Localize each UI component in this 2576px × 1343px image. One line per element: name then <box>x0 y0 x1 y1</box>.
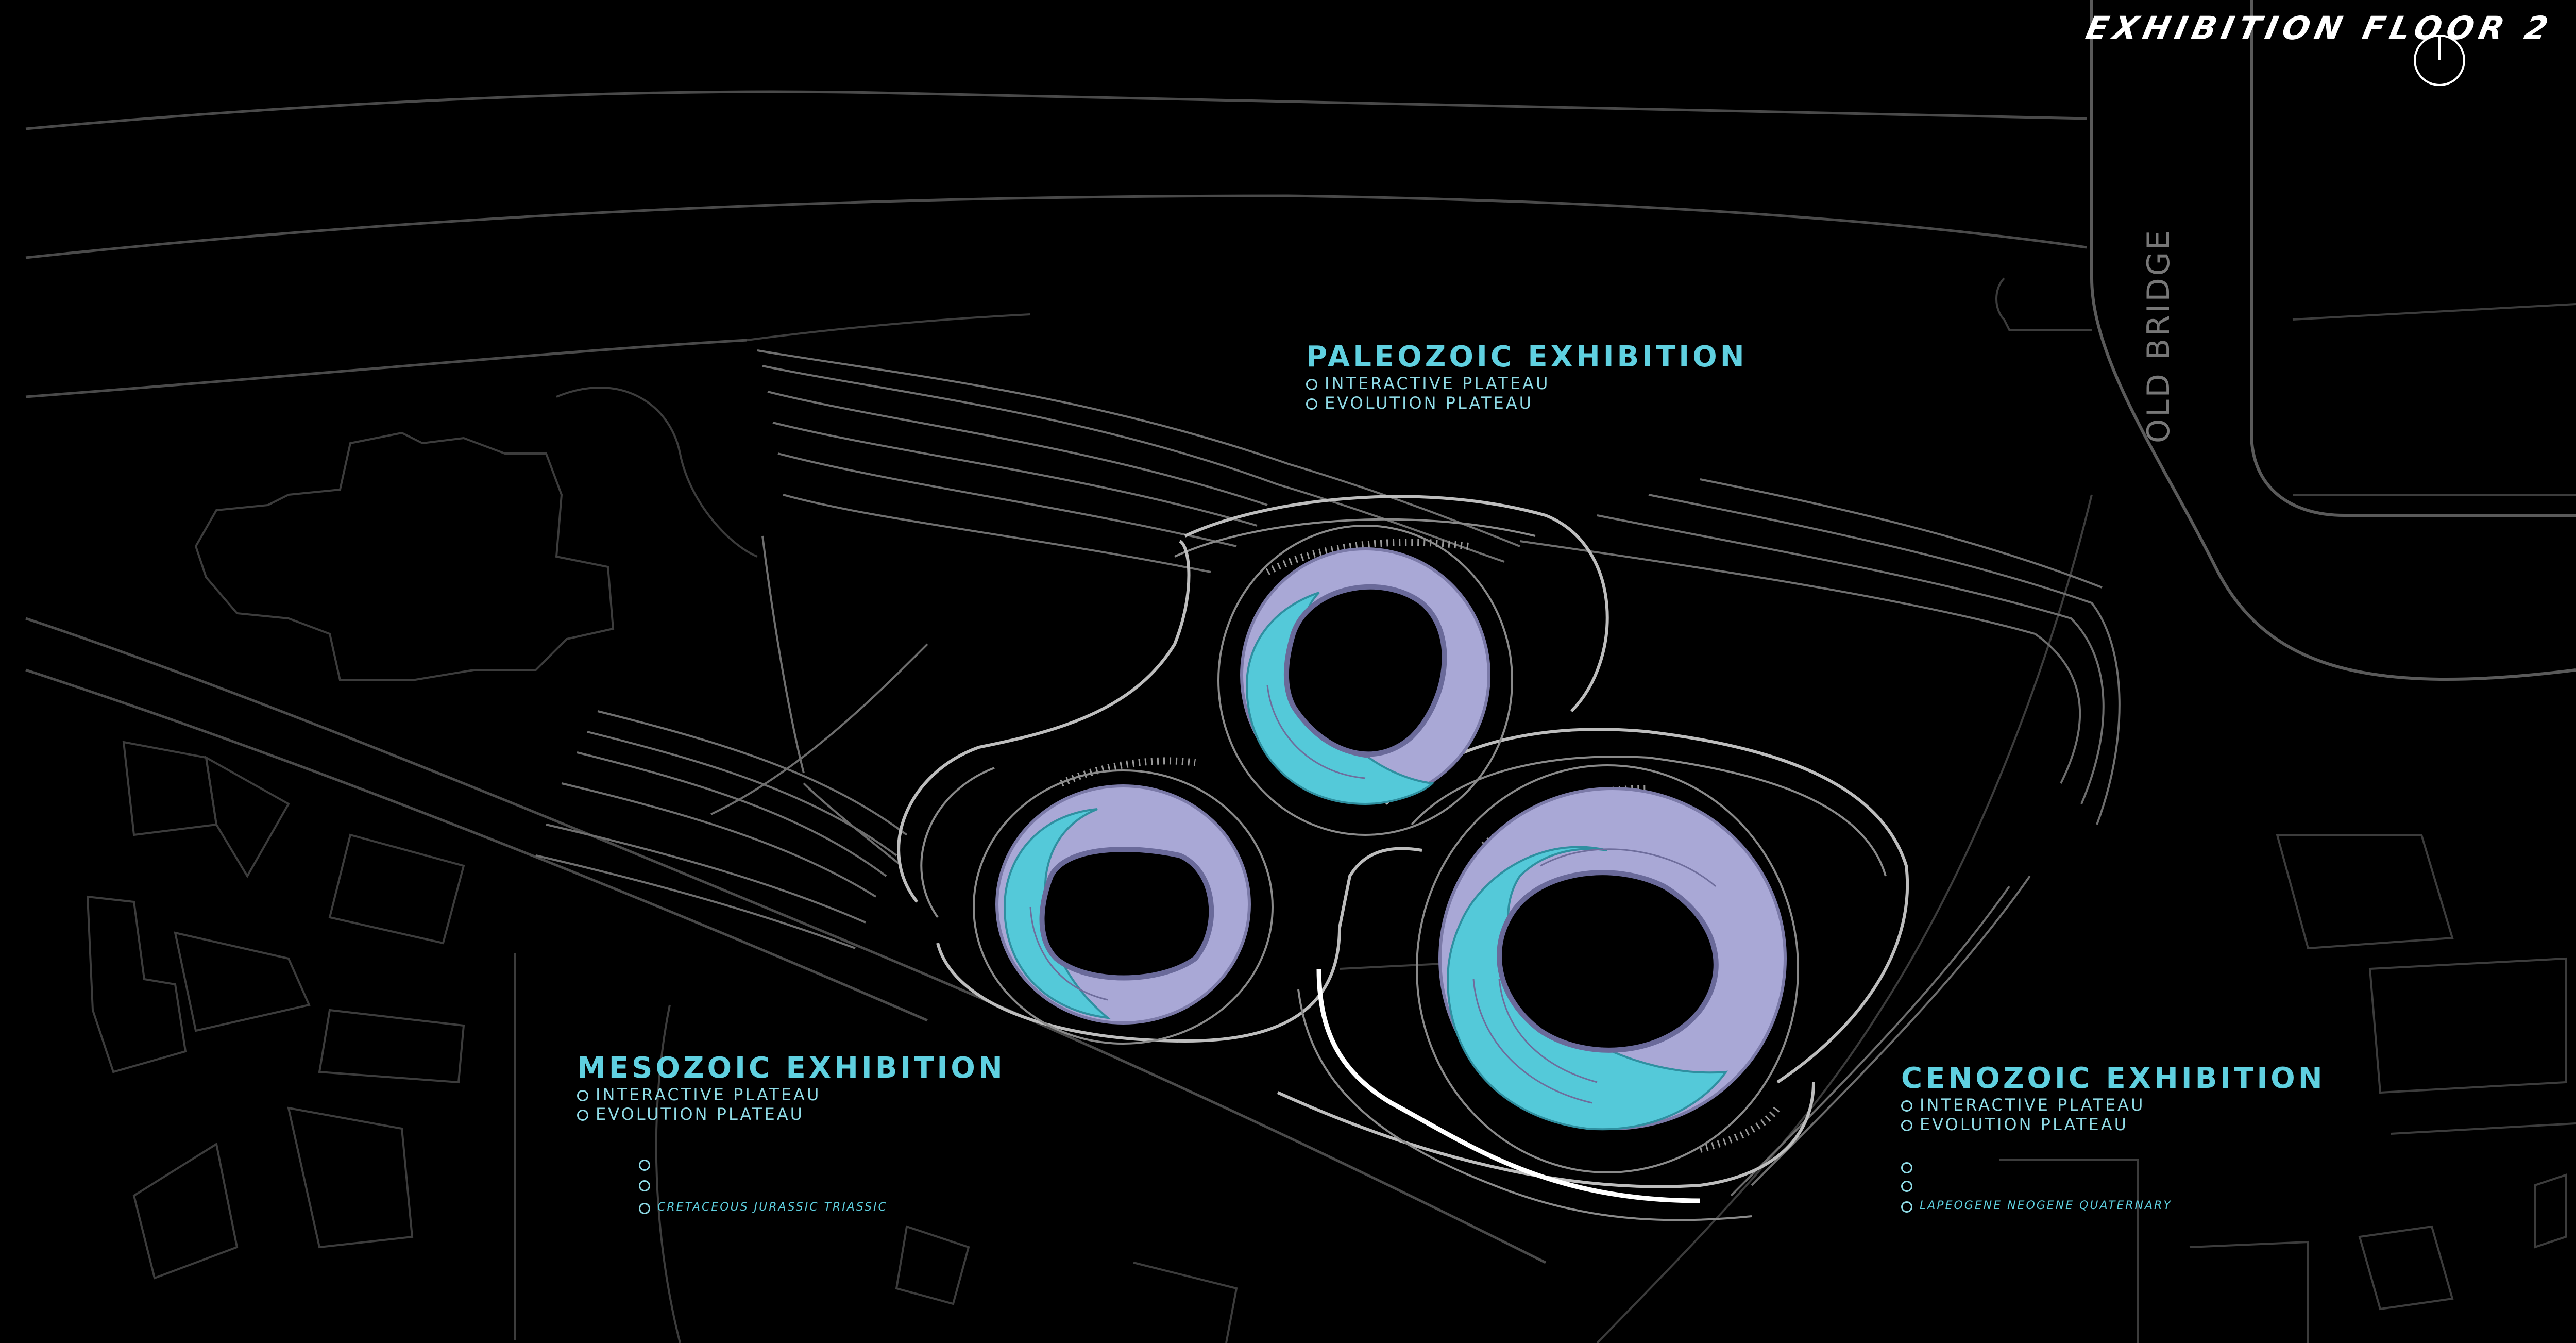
zone-item: EVOLUTION PLATEAU <box>1901 1115 2326 1134</box>
cenozoic-era-legend: LAPEOGENE NEOGENE QUATERNARY <box>1901 1162 2172 1213</box>
bullet-icon <box>639 1180 650 1191</box>
page-title: EXHIBITION FLOOR 2 <box>2082 9 2557 47</box>
bullet-icon <box>1901 1181 1912 1192</box>
cenozoic-pod <box>1416 764 1799 1173</box>
paleozoic-label: PALEOZOIC EXHIBITION INTERACTIVE PLATEAU… <box>1306 340 1748 413</box>
paleozoic-pod <box>1217 525 1513 836</box>
zone-title: PALEOZOIC EXHIBITION <box>1306 340 1748 374</box>
landscape-terraces <box>535 349 2121 1197</box>
zone-title: MESOZOIC EXHIBITION <box>577 1051 1006 1085</box>
zone-item: INTERACTIVE PLATEAU <box>1901 1095 2326 1115</box>
bullet-icon <box>1306 398 1317 410</box>
zone-item: INTERACTIVE PLATEAU <box>1306 374 1748 393</box>
era-list: LAPEOGENE NEOGENE QUATERNARY <box>1920 1199 2172 1212</box>
bullet-icon <box>1306 379 1317 390</box>
bullet-icon <box>1901 1201 1912 1213</box>
cenozoic-label: CENOZOIC EXHIBITION INTERACTIVE PLATEAU … <box>1901 1062 2326 1134</box>
mesozoic-era-legend: CRETACEOUS JURASSIC TRIASSIC <box>639 1160 888 1214</box>
bullet-icon <box>577 1090 588 1101</box>
zone-item: EVOLUTION PLATEAU <box>1306 393 1748 413</box>
bullet-icon <box>1901 1162 1912 1173</box>
bullet-icon <box>1901 1120 1912 1131</box>
bullet-icon <box>639 1202 650 1214</box>
zone-item: EVOLUTION PLATEAU <box>577 1104 1006 1124</box>
bullet-icon <box>639 1160 650 1171</box>
mesozoic-label: MESOZOIC EXHIBITION INTERACTIVE PLATEAU … <box>577 1051 1006 1124</box>
road-label: OLD BRIDGE <box>2141 228 2177 443</box>
era-list: CRETACEOUS JURASSIC TRIASSIC <box>657 1201 888 1214</box>
bullet-icon <box>1901 1100 1912 1112</box>
zone-title: CENOZOIC EXHIBITION <box>1901 1062 2326 1095</box>
north-arrow-icon <box>2414 35 2465 86</box>
mesozoic-pod <box>973 769 1274 1045</box>
bullet-icon <box>577 1110 588 1121</box>
zone-item: INTERACTIVE PLATEAU <box>577 1085 1006 1104</box>
